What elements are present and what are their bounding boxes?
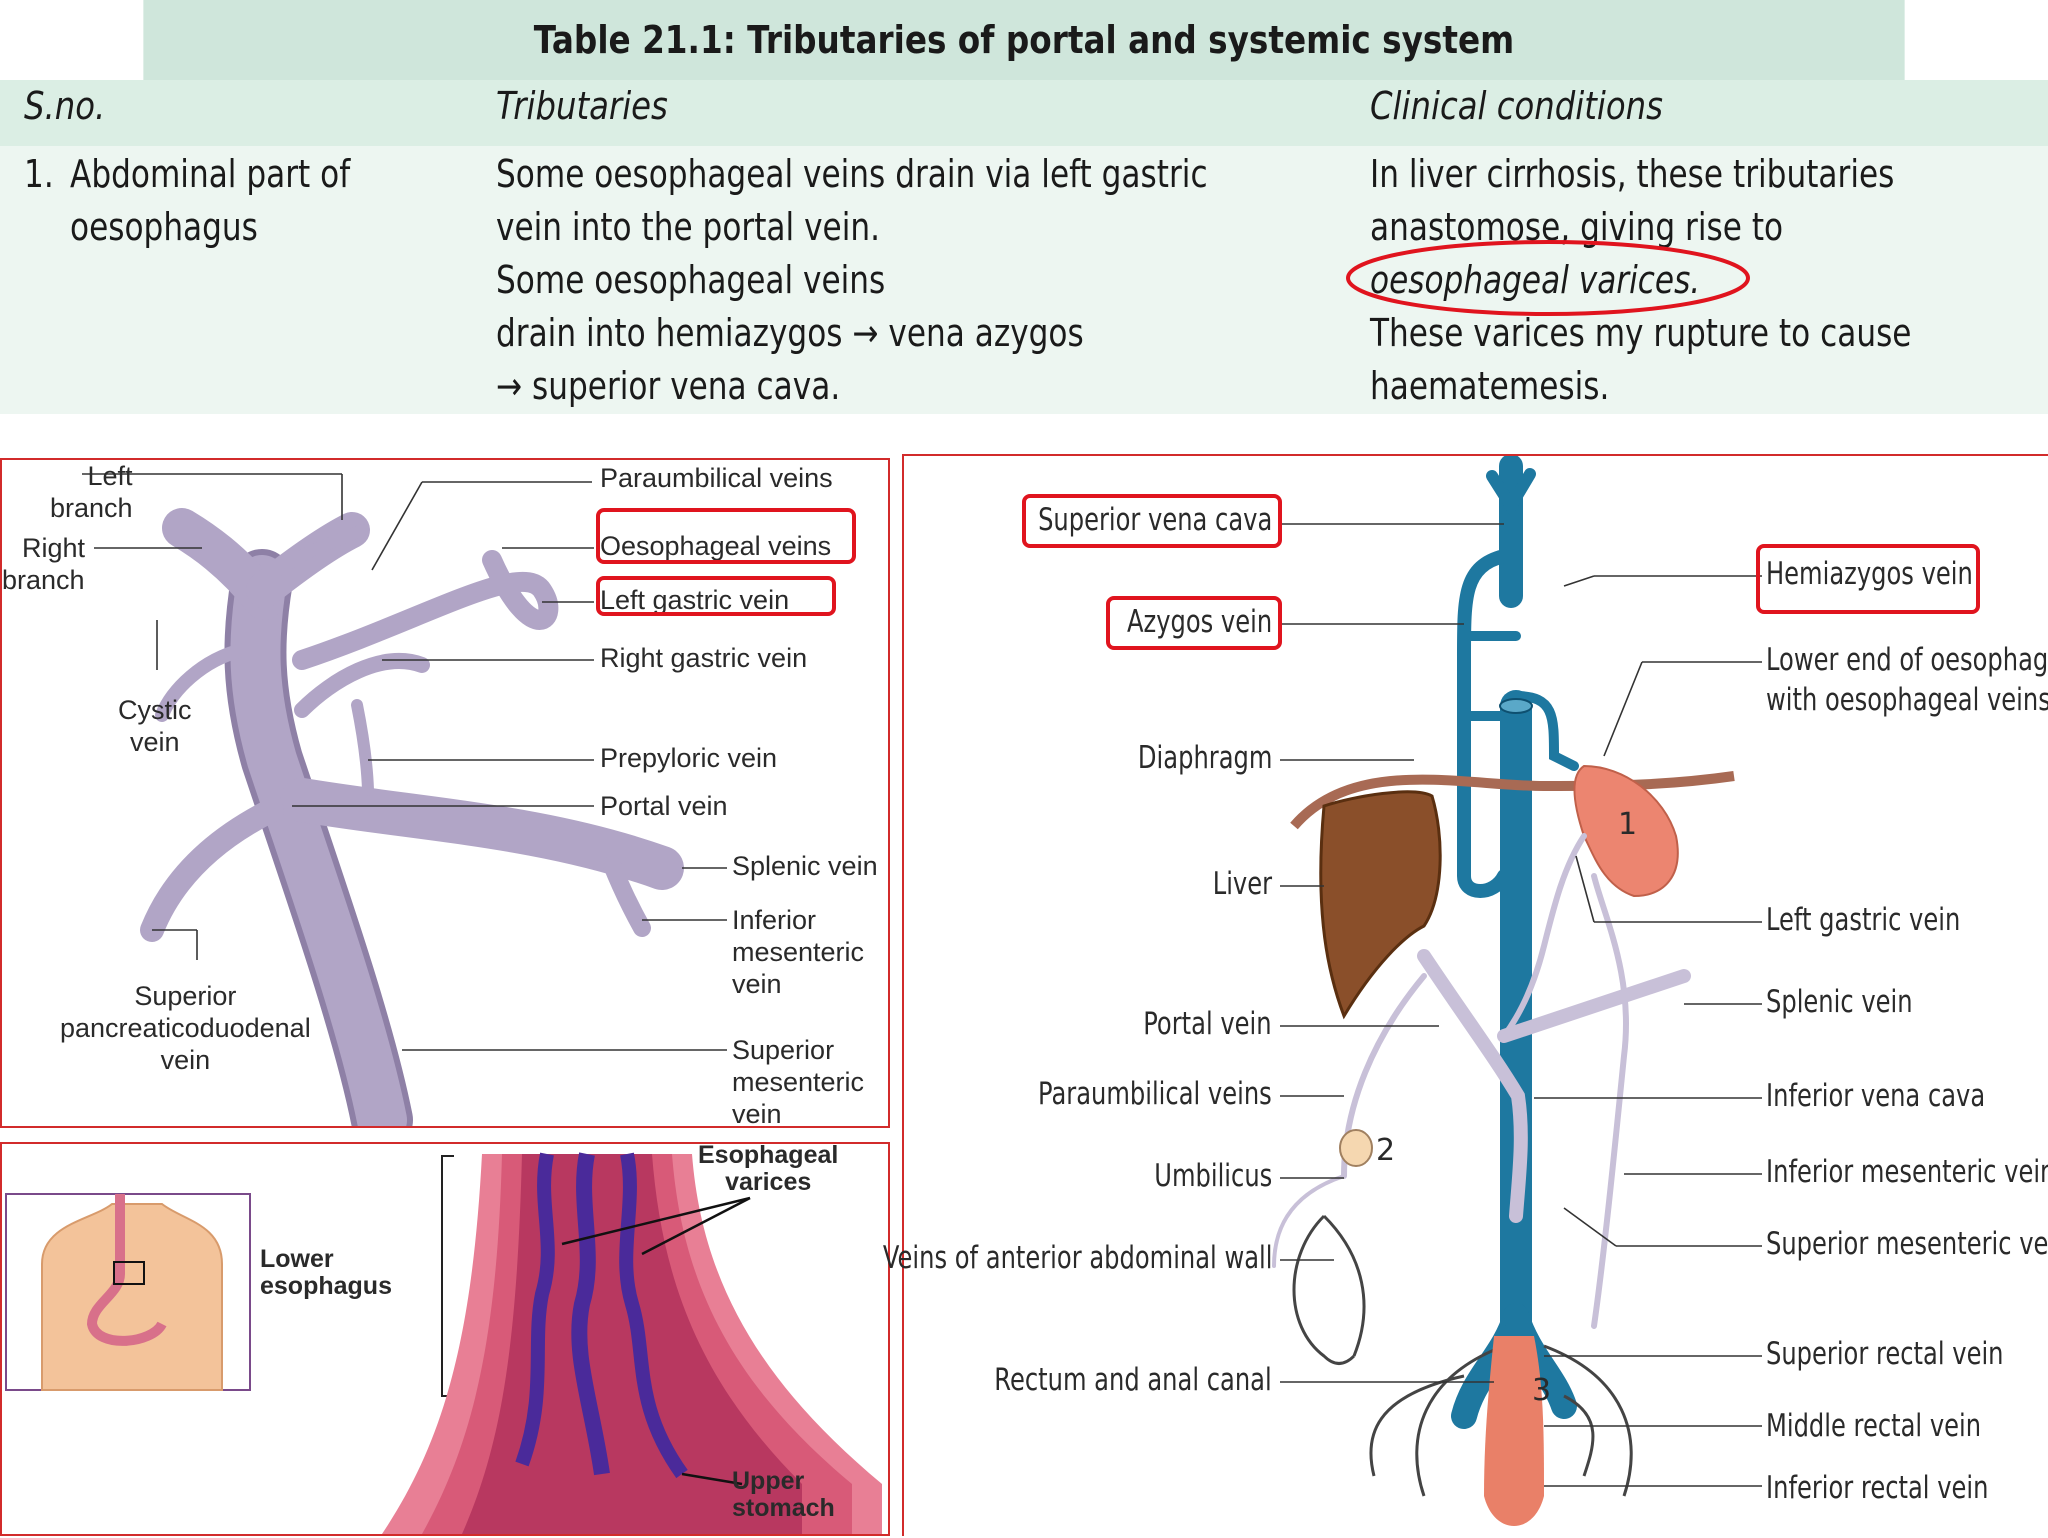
varices-drawing — [5, 1152, 882, 1534]
clinical-line: In liver cirrhosis, these tributaries — [1370, 152, 1895, 196]
label-splenic: Splenic vein — [732, 851, 878, 881]
label-lower-oesophagus: Lower end of oesophagus with oesophageal… — [1766, 640, 2048, 720]
label-right-gastric: Right gastric vein — [600, 643, 808, 673]
label-oesophageal: Oesophageal veins — [600, 531, 832, 561]
label-paraumbilical: Paraumbilical veins — [600, 463, 833, 493]
label-line: Lower end of oesophagus — [1766, 642, 2048, 678]
label-diaphragm: Diaphragm — [1137, 740, 1272, 776]
highlight-left-gastric-vein — [596, 576, 836, 616]
portosystemic-panel: 1 2 3 Superior vena cava Azygos vein Dia… — [882, 454, 2048, 1536]
header-sno: S.no. — [24, 84, 106, 128]
tributary-line: drain into hemiazygos → vena azygos — [496, 311, 1084, 355]
label-anterior-abdominal-wall: Veins of anterior abdominal wall — [882, 1240, 1272, 1276]
highlight-oesophageal-veins — [596, 508, 856, 564]
label-inferior-mesenteric-2: Inferior mesenteric vein — [1766, 1154, 2048, 1190]
label-sup-pancreaticoduodenal: Superior pancreaticoduodenal vein — [60, 980, 311, 1076]
label-line: vein — [732, 969, 782, 999]
portal-vein-drawing — [82, 473, 727, 1126]
label-line: with oesophageal veins — [1766, 682, 2048, 718]
label-right-branch: Right branch — [2, 532, 85, 596]
label-splenic-2: Splenic vein — [1766, 984, 1913, 1020]
tributary-line: Some oesophageal veins drain via left ga… — [496, 152, 1208, 196]
label-line: branch — [50, 493, 133, 523]
highlight-azygos-vein — [1106, 596, 1282, 650]
table-header-row — [0, 80, 2048, 146]
label-line: esophagus — [260, 1272, 392, 1300]
label-left-gastric-2: Left gastric vein — [1766, 902, 1961, 938]
label-left-gastric: Left gastric vein — [600, 585, 790, 615]
label-line: vein — [160, 1045, 211, 1075]
label-line: vein — [732, 1099, 782, 1129]
label-upper-stomach: Upper stomach — [732, 1468, 835, 1522]
tributary-line: vein into the portal vein. — [496, 205, 881, 249]
esophageal-varices-panel: Lower esophagus Esophageal varices Upper… — [0, 1142, 890, 1536]
table-title: Table 21.1: Tributaries of portal and sy… — [143, 0, 1905, 80]
label-hemiazygos: Hemiazygos vein — [1766, 556, 1973, 592]
label-line: Inferior — [732, 905, 817, 935]
label-inferior-mesenteric: Inferior mesenteric vein — [732, 904, 864, 1000]
label-portal-vein: Portal vein — [600, 791, 728, 821]
label-line: Right — [22, 533, 86, 563]
site-number-3: 3 — [1532, 1373, 1551, 1408]
label-esophageal-varices: Esophageal varices — [698, 1142, 838, 1196]
label-inferior-rectal: Inferior rectal vein — [1766, 1470, 1989, 1506]
label-line: Esophageal — [698, 1141, 839, 1169]
portal-tributaries-panel: Left branch Right branch Cystic vein Sup… — [0, 458, 890, 1130]
label-line: Superior — [732, 1035, 835, 1065]
row-site: Abdominal part of oesophagus — [70, 148, 350, 254]
label-azygos-vein: Azygos vein — [1126, 604, 1272, 640]
row-tributaries: Some oesophageal veins drain via left ga… — [496, 148, 1208, 413]
varices-highlight-ellipse — [1346, 240, 1750, 316]
label-umbilicus: Umbilicus — [1154, 1158, 1272, 1194]
label-paraumbilical-2: Paraumbilical veins — [1038, 1076, 1272, 1112]
highlight-hemiazygos-vein — [1756, 544, 1980, 614]
site-number-1: 1 — [1618, 807, 1637, 842]
label-line: Cystic — [118, 695, 192, 725]
label-middle-rectal: Middle rectal vein — [1766, 1408, 1982, 1444]
label-superior-mesenteric: Superior mesenteric vein — [732, 1034, 864, 1130]
label-superior-vena-cava: Superior vena cava — [1037, 502, 1272, 538]
tributary-line: → superior vena cava. — [496, 364, 841, 408]
label-rectum-anal-canal: Rectum and anal canal — [994, 1362, 1272, 1398]
highlight-superior-vena-cava — [1022, 494, 1282, 548]
label-line: stomach — [732, 1494, 835, 1522]
label-line: mesenteric — [732, 1067, 865, 1097]
label-line: vein — [129, 727, 180, 757]
tributary-line: Some oesophageal veins — [496, 258, 886, 302]
label-line: pancreaticoduodenal — [60, 1013, 311, 1043]
label-line: Lower — [260, 1245, 334, 1273]
label-prepyloric: Prepyloric vein — [600, 743, 778, 773]
clinical-line: These varices my rupture to cause — [1370, 311, 1912, 355]
row-number: 1. — [24, 152, 54, 196]
label-line: branch — [2, 565, 85, 595]
header-clinical: Clinical conditions — [1370, 84, 1663, 128]
header-tributaries: Tributaries — [496, 84, 668, 128]
site-line: Abdominal part of — [70, 152, 351, 196]
label-liver: Liver — [1212, 866, 1272, 902]
label-line: Upper — [732, 1467, 805, 1495]
portosystemic-drawing: 1 2 3 — [1272, 456, 1762, 1526]
label-lower-esophagus: Lower esophagus — [260, 1246, 392, 1300]
label-line: mesenteric — [732, 937, 865, 967]
label-line: varices — [725, 1168, 812, 1196]
label-line: Left — [87, 461, 133, 491]
label-inferior-vena-cava: Inferior vena cava — [1766, 1078, 1986, 1114]
label-cystic-vein: Cystic vein — [118, 694, 192, 758]
label-left-branch: Left branch — [50, 460, 133, 524]
row-clinical: In liver cirrhosis, these tributaries an… — [1370, 148, 1911, 413]
site-line: oesophagus — [70, 205, 258, 249]
label-portal-vein-2: Portal vein — [1143, 1006, 1272, 1042]
label-line: Superior — [134, 981, 237, 1011]
table-body-row — [0, 146, 2048, 414]
site-number-2: 2 — [1376, 1133, 1395, 1168]
label-superior-mesenteric-2: Superior mesenteric vein — [1766, 1226, 2048, 1262]
clinical-line-varices: oesophageal varices. — [1370, 258, 1701, 302]
label-superior-rectal: Superior rectal vein — [1766, 1336, 2004, 1372]
clinical-line: haematemesis. — [1370, 364, 1610, 408]
